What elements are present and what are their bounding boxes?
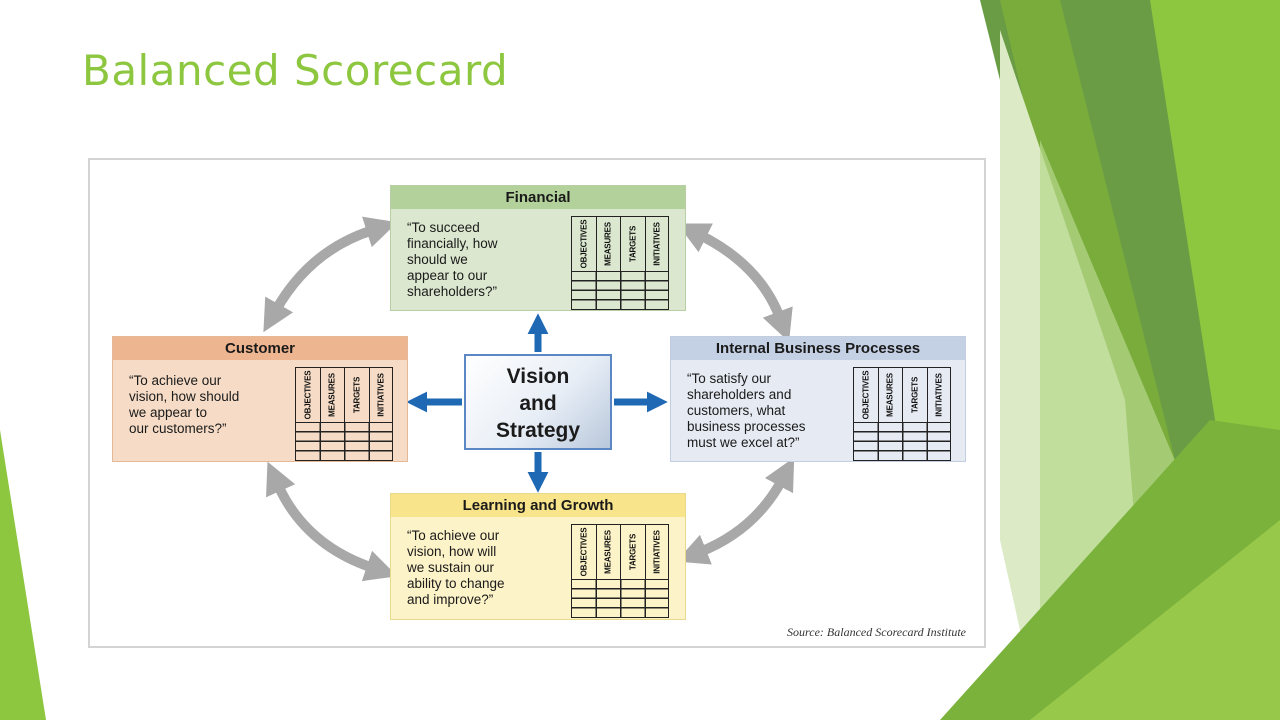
customer-question: “To achieve our vision, how should we ap… [129, 373, 240, 436]
column-label: INITIATIVES [652, 530, 662, 574]
learning-growth-question: “To achieve our vision, how will we sust… [407, 528, 505, 607]
column-label: INITIATIVES [652, 222, 662, 266]
cycle-arrow-financial-internal [677, 223, 793, 342]
column-label: OBJECTIVES [861, 370, 871, 420]
financial-box: Financial “To succeed financially, how s… [390, 185, 686, 311]
column-label: TARGETS [352, 376, 362, 414]
source-credit: Source: Balanced Scorecard Institute [787, 625, 966, 639]
internal-processes-box: Internal Business Processes “To satisfy … [670, 336, 966, 462]
learning-growth-grid: OBJECTIVES MEASURES TARGETS INITIATIVES [571, 524, 669, 618]
customer-grid: OBJECTIVES MEASURES TARGETS INITIATIVES [295, 367, 393, 461]
column-label: OBJECTIVES [579, 527, 589, 577]
vision-strategy-box: Vision and Strategy [464, 354, 612, 450]
column-label: INITIATIVES [376, 373, 386, 417]
learning-growth-title: Learning and Growth [391, 494, 685, 517]
column-label: INITIATIVES [934, 373, 944, 417]
internal-processes-grid: OBJECTIVES MEASURES TARGETS INITIATIVES [853, 367, 951, 461]
balanced-scorecard-diagram: Financial “To succeed financially, how s… [88, 158, 986, 648]
internal-processes-question: “To satisfy our shareholders and custome… [687, 371, 806, 450]
learning-growth-box: Learning and Growth “To achieve our visi… [390, 493, 686, 620]
diagram-arrows [263, 216, 795, 582]
cycle-arrow-customer-financial [263, 216, 398, 333]
customer-title: Customer [113, 337, 407, 360]
cycle-arrow-learning-customer [266, 461, 398, 582]
column-label: TARGETS [628, 225, 638, 263]
financial-question: “To succeed financially, how should we a… [407, 220, 498, 299]
column-label: OBJECTIVES [303, 370, 313, 420]
column-label: MEASURES [603, 222, 613, 266]
financial-grid: OBJECTIVES MEASURES TARGETS INITIATIVES [571, 216, 669, 310]
column-label: MEASURES [603, 530, 613, 574]
column-label: TARGETS [910, 376, 920, 414]
column-label: OBJECTIVES [579, 219, 589, 269]
center-line-1: Vision [506, 365, 570, 388]
center-line-3: Strategy [495, 419, 581, 442]
column-label: TARGETS [628, 533, 638, 571]
cycle-arrow-internal-learning [676, 457, 795, 565]
column-label: MEASURES [885, 373, 895, 417]
column-label: MEASURES [327, 373, 337, 417]
financial-title: Financial [391, 186, 685, 209]
customer-box: Customer “To achieve our vision, how sho… [112, 336, 408, 462]
internal-processes-title: Internal Business Processes [671, 337, 965, 360]
slide-title: Balanced Scorecard [82, 46, 509, 95]
center-line-2: and [519, 392, 557, 415]
